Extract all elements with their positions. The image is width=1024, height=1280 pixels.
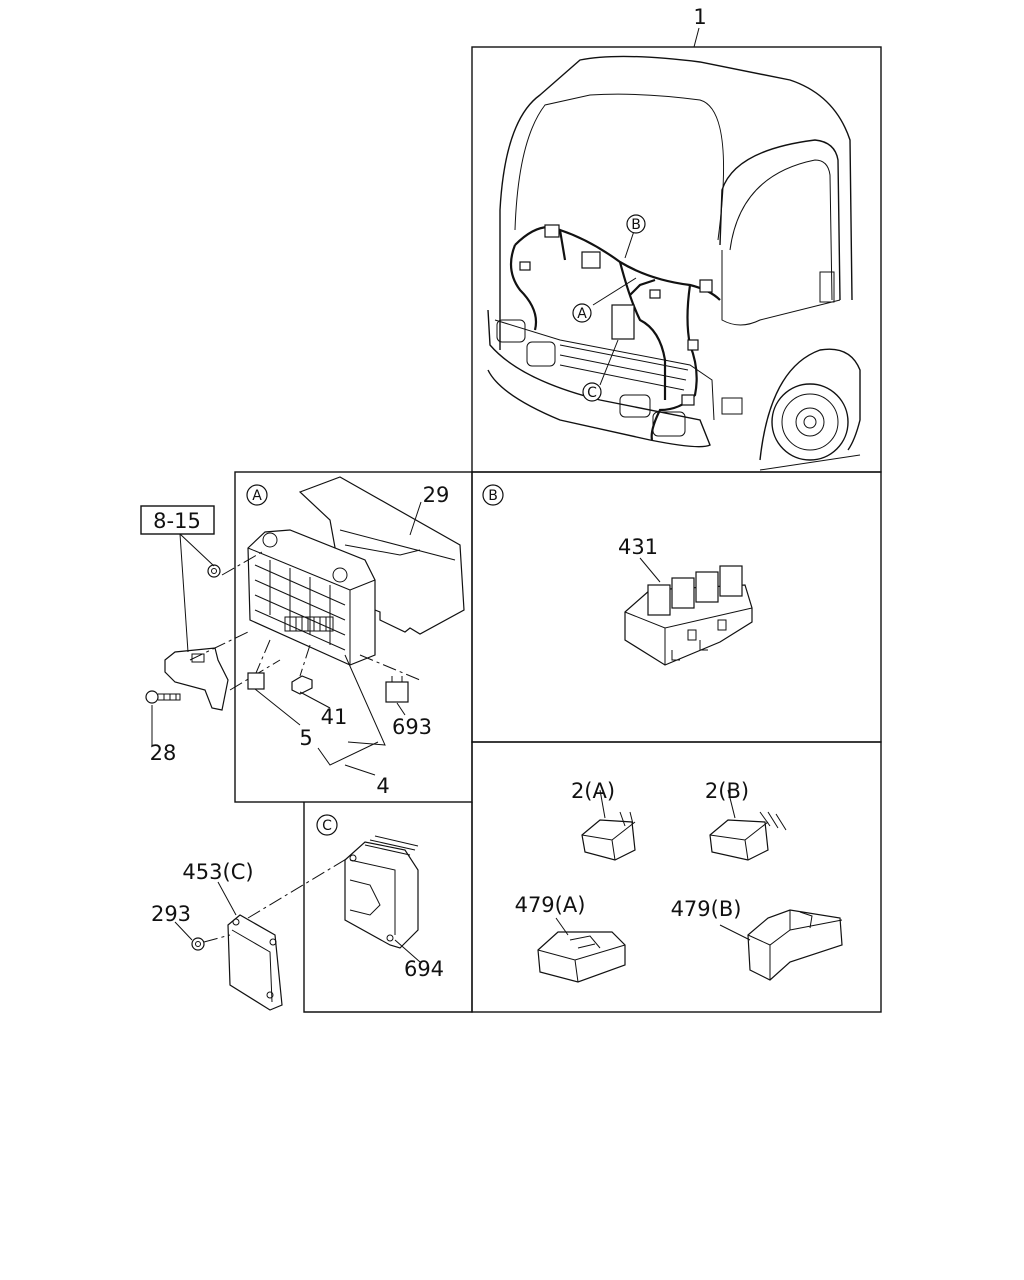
cab-marker-c: C: [582, 382, 602, 402]
callout-41: 41: [321, 705, 348, 729]
callout-693: 693: [392, 715, 432, 739]
cab-marker-a: A: [572, 303, 592, 323]
panel-b-marker-text: B: [488, 488, 498, 504]
panel-a-marker-text: A: [252, 488, 262, 504]
truck-cab-drawing: [487, 27, 861, 471]
panel-c-marker-text: C: [322, 818, 332, 834]
cab-marker-c-text: C: [587, 385, 597, 401]
cab-marker-b-text: B: [631, 217, 641, 233]
callout-2a: 2(A): [571, 779, 615, 803]
panel-c-marker: C: [316, 814, 338, 836]
panel-frames: [234, 46, 882, 1013]
callout-2b: 2(B): [705, 779, 749, 803]
callout-28: 28: [150, 741, 177, 765]
panel-c-drawing: [174, 835, 421, 1011]
callout-479a: 479(A): [515, 893, 586, 917]
callout-293: 293: [151, 902, 191, 926]
callout-453c: 453(C): [182, 860, 253, 884]
callout-8-15: 8-15: [153, 509, 201, 533]
cab-marker-a-text: A: [577, 306, 587, 322]
panel-a-marker: A: [246, 484, 268, 506]
callout-4: 4: [376, 774, 389, 798]
callout-431: 431: [618, 535, 658, 559]
cab-marker-b: B: [626, 214, 646, 234]
callout-694: 694: [404, 957, 444, 981]
callout-5: 5: [299, 726, 312, 750]
callout-1: 1: [693, 5, 706, 29]
callout-29: 29: [423, 483, 450, 507]
panel-b-drawing: [624, 557, 753, 666]
relays-connectors-drawing: [537, 789, 843, 983]
panel-a-drawing: [145, 476, 465, 776]
panel-b-marker: B: [482, 484, 504, 506]
callout-479b: 479(B): [671, 897, 742, 921]
callout-8-15-box: [140, 505, 215, 535]
